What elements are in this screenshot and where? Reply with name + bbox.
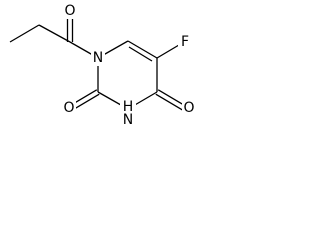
atom-label-o2: O [63, 100, 74, 116]
atom-label-acyl-oxygen: O [64, 3, 75, 19]
bond-c4-oxygen-double-b [157, 89, 186, 107]
bond-c4-oxygen-double-a [155, 93, 184, 111]
atom-label-o4: O [183, 100, 194, 116]
bond-c6-c5 [127, 40, 158, 59]
atom-label-fluorine: F [181, 34, 189, 50]
atom-label-h3: H [123, 99, 134, 115]
bond-ch2-carbonyl [38, 24, 71, 43]
bond-ch3-ch2 [9, 24, 40, 43]
bond-c6-c5-inner [128, 46, 153, 62]
atom-label-n3: N [123, 112, 133, 128]
atom-label-n1: N [93, 50, 103, 66]
molecule-structure-diagram: O N F O N H O [9, 3, 196, 129]
bond-c2-oxygen-double-b [71, 93, 100, 111]
